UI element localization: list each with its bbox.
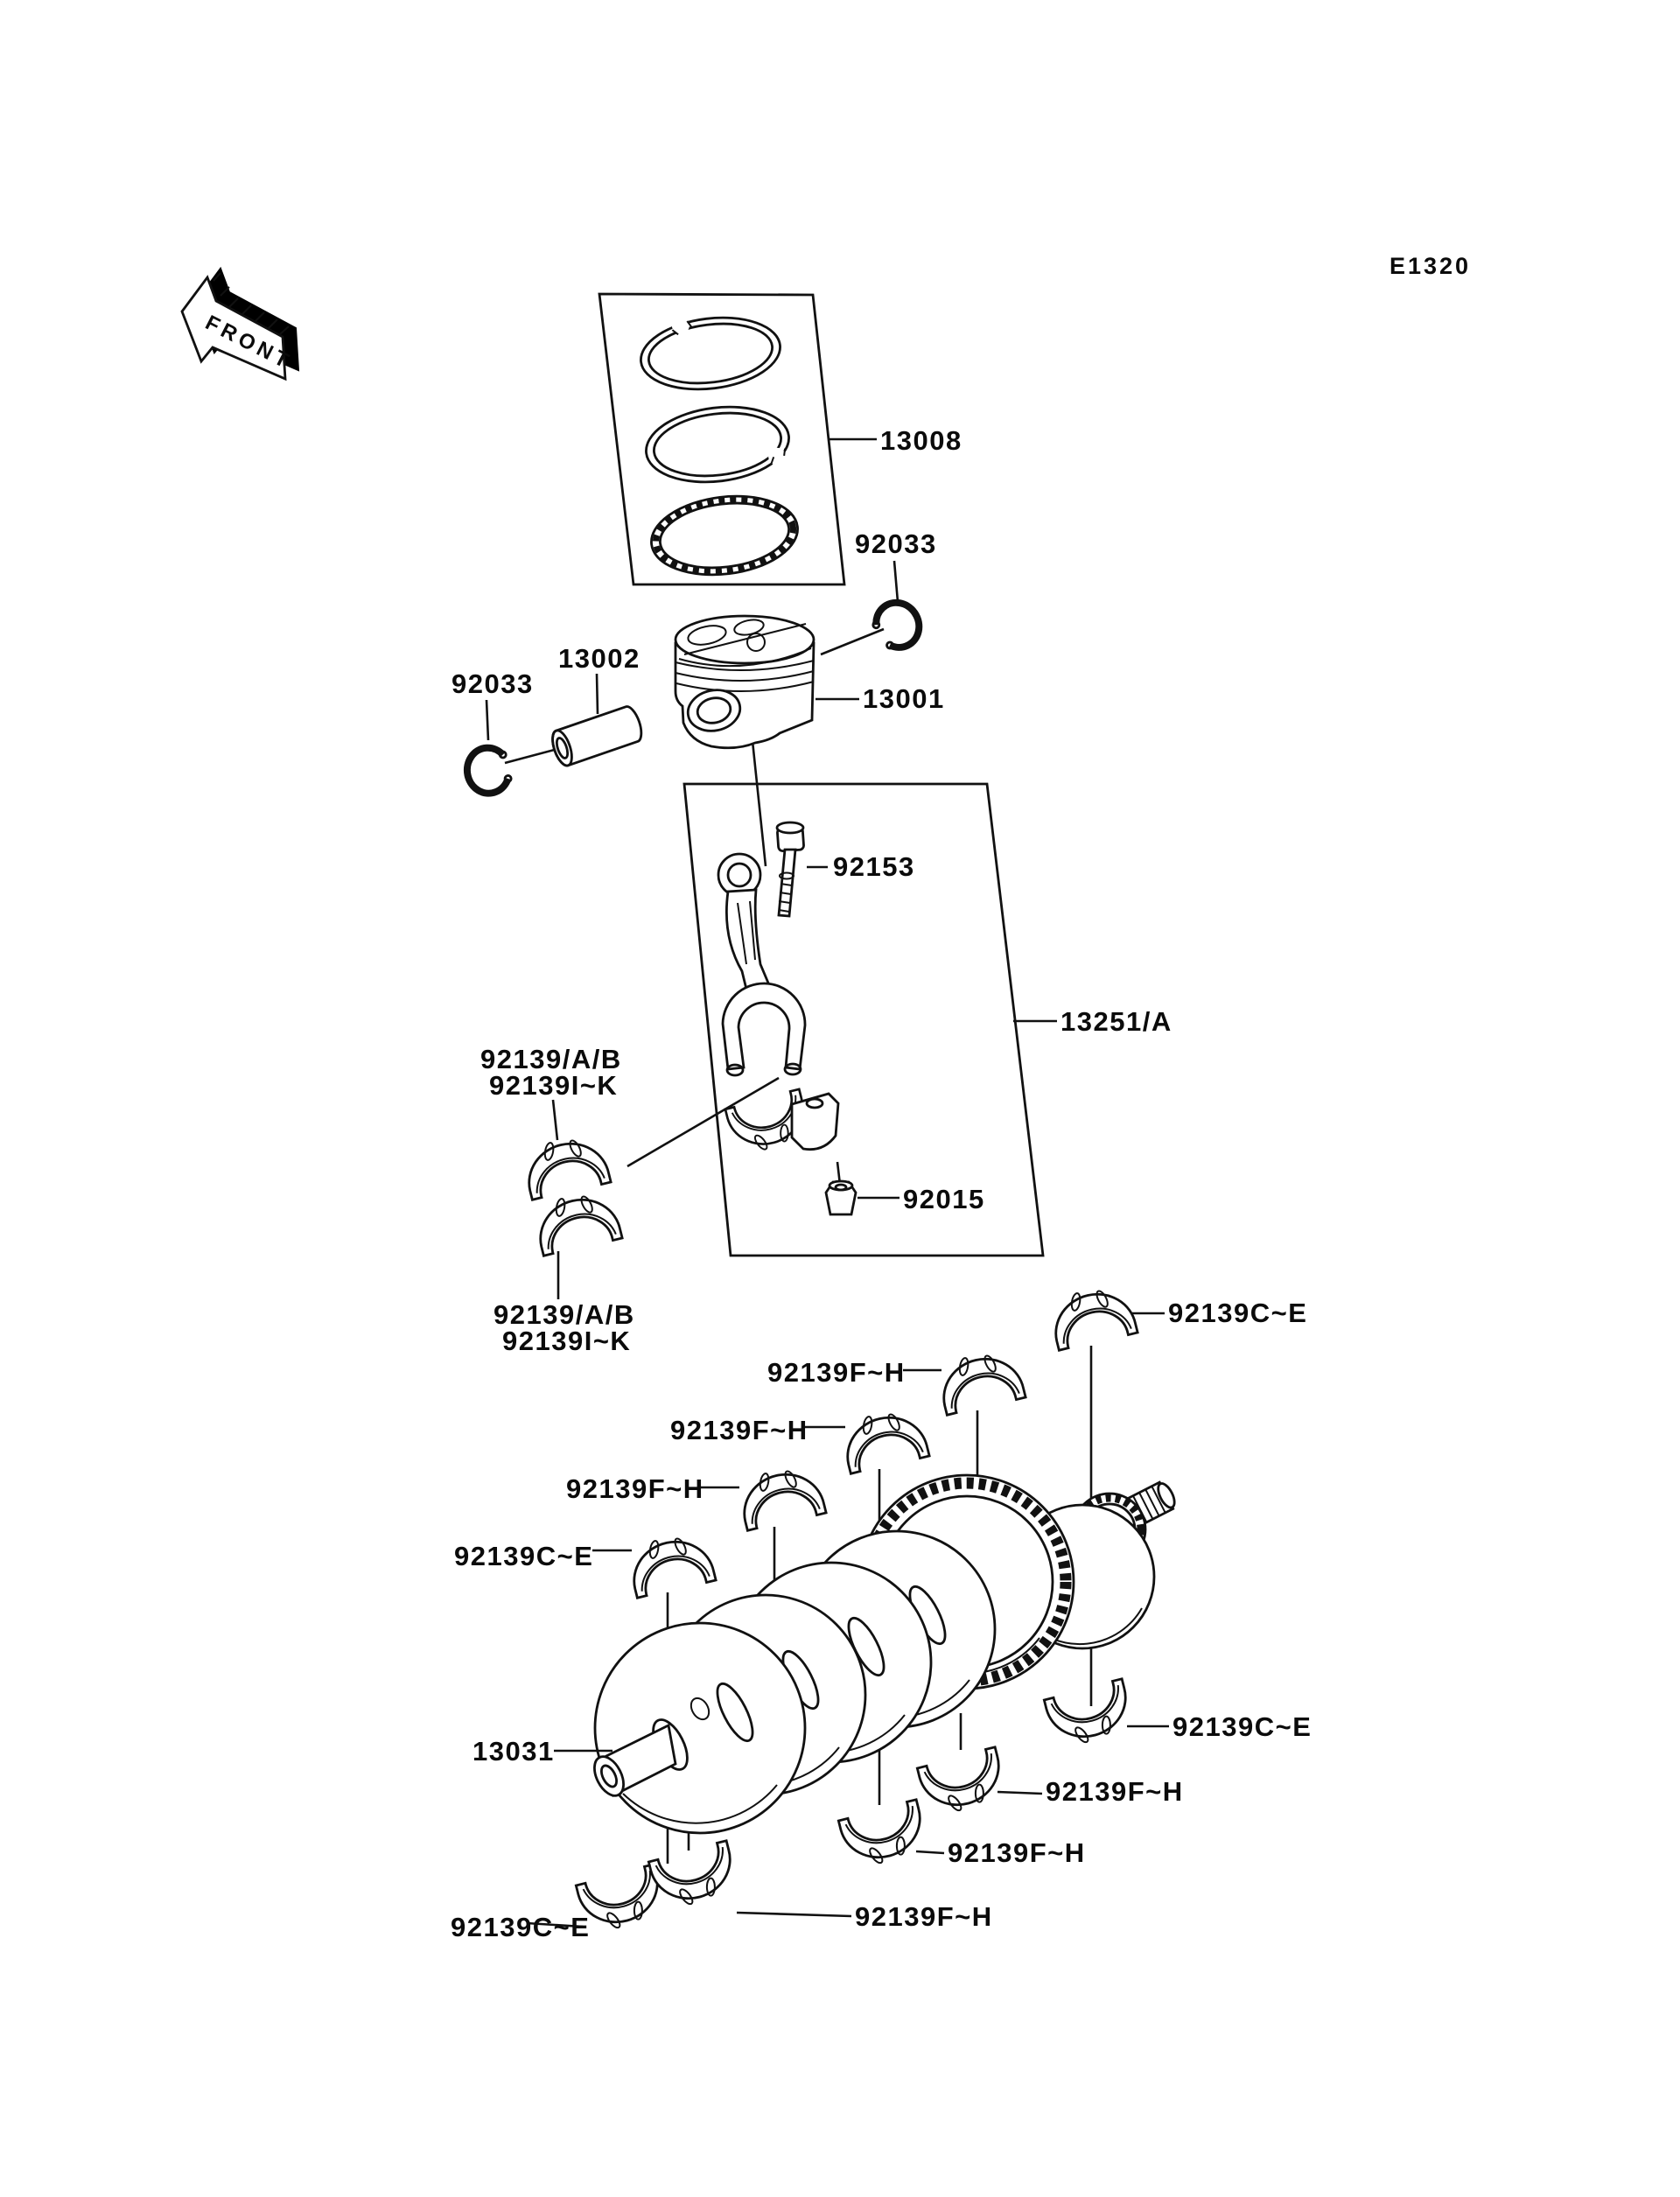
part-label-connecting-rod: 13251/A [1060, 1006, 1172, 1037]
part-label-main-ce-bottom-right: 92139C~E [1172, 1711, 1312, 1742]
rod-bolt [775, 821, 805, 918]
piston [674, 614, 816, 750]
circlip-left [465, 745, 513, 796]
main-bearing-shell-top-right [1045, 1278, 1139, 1354]
main-bearing-shell-bottom-right [1042, 1677, 1137, 1753]
connecting-rod-box [682, 782, 1045, 1257]
main-bearing-shell-bottom-4 [915, 1746, 1010, 1821]
part-label-circlip-right: 92033 [855, 528, 937, 559]
part-label-rod-bearing-top-a: 92139/A/B [480, 1044, 622, 1074]
leader-lines-upper [485, 437, 1057, 1299]
part-label-main-fh-top-3: 92139F~H [566, 1473, 704, 1504]
front-direction-arrow: FRONT [180, 266, 300, 381]
page-code: E1320 [1390, 253, 1471, 279]
piston-rings-box [598, 292, 846, 586]
connecting-rod [717, 852, 807, 1077]
crankshaft [593, 1473, 1176, 1835]
piston-pin [551, 705, 643, 767]
part-label-rod-bearing-top-b: 92139I~K [489, 1070, 618, 1101]
main-bearing-shell-top-4 [733, 1459, 828, 1534]
rod-cap-and-shell [724, 1088, 840, 1159]
rod-nut [824, 1179, 858, 1216]
part-label-rod-bearing-bottom-b: 92139I~K [502, 1326, 631, 1356]
part-label-piston: 13001 [863, 683, 945, 714]
part-label-circlip-left: 92033 [452, 668, 534, 699]
part-label-main-ce-top-right: 92139C~E [1168, 1298, 1307, 1328]
main-bearing-shell-top-2 [933, 1343, 1027, 1418]
part-label-main-fh-top-1: 92139F~H [767, 1357, 906, 1388]
part-label-rod-bearing-bottom-a: 92139/A/B [494, 1299, 635, 1330]
part-label-main-fh-bottom-2: 92139F~H [948, 1837, 1086, 1868]
part-label-main-ce-top-left: 92139C~E [454, 1541, 593, 1571]
main-bearing-shell-top-left [623, 1526, 718, 1601]
part-label-main-fh-bottom-1: 92139F~H [1046, 1776, 1184, 1807]
part-label-main-fh-top-2: 92139F~H [670, 1415, 808, 1445]
rod-bearing-shell-upper [518, 1128, 612, 1203]
leader-lines-crank [526, 1312, 1169, 1928]
main-bearing-shell-bottom-2 [647, 1839, 741, 1914]
piston-rings [640, 316, 799, 577]
part-label-piston-pin: 13002 [558, 643, 640, 674]
part-label-rings: 13008 [880, 425, 962, 456]
part-label-crankshaft: 13031 [472, 1736, 555, 1767]
rod-bearing-shell-lower [529, 1184, 624, 1259]
main-bearing-shell-bottom-3 [836, 1798, 931, 1873]
part-label-rod-bolt: 92153 [833, 851, 915, 882]
main-bearing-shell-top-3 [836, 1402, 931, 1477]
part-label-main-ce-bottom-left: 92139C~E [451, 1912, 590, 1942]
circlip-right [867, 595, 927, 655]
part-label-rod-nut: 92015 [903, 1184, 985, 1214]
part-label-main-fh-bottom-3: 92139F~H [855, 1901, 993, 1932]
front-arrow-hatching [213, 272, 290, 335]
